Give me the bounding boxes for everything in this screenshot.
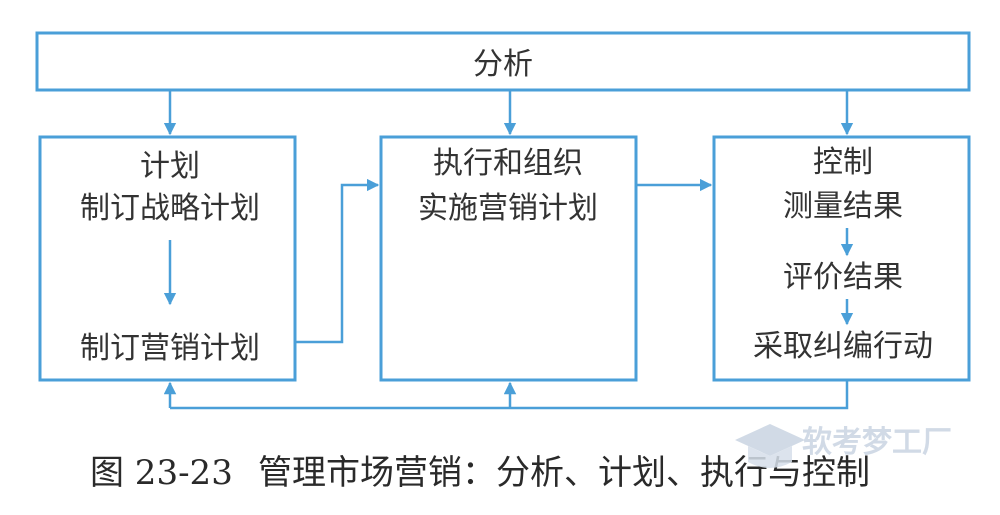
plan-line1: 制订战略计划 [80,191,260,226]
execute-line1: 执行和组织 [433,146,583,181]
arrow-plan-to-execute [295,178,380,344]
analysis-box: 分析 [35,31,971,92]
control-title: 控制 [813,145,873,180]
feedback-line [170,380,849,410]
feedback-loop [163,380,849,410]
plan-line2: 制订营销计划 [80,331,260,366]
watermark: 软考梦工厂 [735,424,952,468]
control-box: 控制 测量结果 评价结果 采取纠编行动 [712,135,971,382]
plan-title: 计划 [140,149,200,184]
watermark-text: 软考梦工厂 [802,425,952,460]
analysis-label: 分析 [473,47,533,82]
execute-box: 执行和组织 实施营销计划 [379,135,638,382]
plan-box: 计划 制订战略计划 制订营销计划 [38,135,297,382]
control-step2: 评价结果 [783,260,903,295]
control-step3: 采取纠编行动 [753,329,933,364]
graduation-cap-icon [735,424,805,468]
figure-number: 图 23-23 [90,453,233,493]
control-step1: 测量结果 [783,189,903,224]
execute-line2: 实施营销计划 [418,191,598,226]
